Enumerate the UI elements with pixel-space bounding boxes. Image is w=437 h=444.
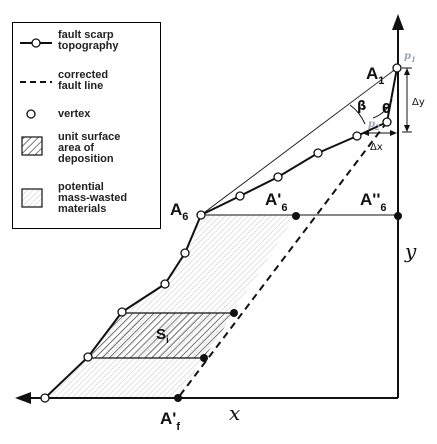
vertex	[117, 307, 127, 317]
label-theta: θ	[382, 102, 391, 117]
label-si: Si	[156, 326, 169, 346]
vertex-a6	[196, 210, 206, 220]
a6-a1-chord	[200, 67, 398, 216]
label-dy: Δy	[412, 97, 425, 108]
vertex	[352, 131, 362, 141]
potential-mass-legend-symbol	[21, 188, 43, 208]
vertex	[83, 352, 93, 362]
label-a6: A6	[170, 200, 188, 223]
point-a6-double-prime	[394, 212, 402, 220]
vertex-group	[40, 63, 402, 403]
legend-label-potential-mass: potential mass-wasted materials	[58, 181, 128, 215]
vertex	[180, 248, 190, 258]
legend-label-fault-scarp: fault scarp topography	[58, 29, 119, 52]
potential-mass-wasted-area	[45, 215, 296, 398]
theta-angle-arc	[372, 99, 393, 119]
legend-box: fault scarp topography corrected fault l…	[12, 22, 161, 229]
fault-scarp-legend-symbol	[20, 38, 52, 48]
label-p2: p2	[368, 119, 380, 132]
legend-item-potential-mass: potential mass-wasted materials	[13, 179, 160, 223]
unit-surface-area-si	[88, 313, 234, 358]
label-a6-double-prime: A''6	[360, 190, 387, 214]
point-si-bottom	[200, 354, 208, 362]
vertex	[235, 191, 245, 201]
label-a1: A1	[366, 64, 384, 87]
beta-angle-arc	[349, 104, 366, 125]
dx-arrow-right	[390, 130, 397, 136]
label-beta: β	[357, 99, 366, 114]
vertex	[273, 172, 283, 182]
vertex	[382, 117, 392, 127]
vertex	[160, 279, 170, 289]
y-axis-label: y	[404, 239, 417, 263]
corrected-fault-line	[177, 121, 388, 399]
dx-arrow-left	[362, 130, 369, 136]
legend-item-corrected-fault: corrected fault line	[13, 67, 160, 97]
label-af-prime: A'f	[160, 409, 180, 433]
vertex-a1	[392, 63, 402, 73]
corrected-fault-legend-symbol	[20, 81, 52, 83]
vertex	[40, 393, 50, 403]
label-p1: p1	[404, 51, 416, 64]
legend-label-corrected-fault: corrected fault line	[58, 69, 109, 92]
x-axis-arrowhead	[15, 392, 31, 404]
legend-item-fault-scarp: fault scarp topography	[13, 27, 160, 59]
point-si-top	[230, 309, 238, 317]
dy-arrow-bottom	[404, 125, 410, 132]
x-axis-label: x	[229, 401, 240, 425]
vertex-legend-symbol	[26, 109, 36, 119]
unit-surface-legend-symbol	[21, 136, 43, 156]
fault-scarp-topography	[44, 67, 398, 399]
label-a6-prime: A'6	[265, 190, 287, 214]
legend-label-unit-surface: unit surface area of deposition	[58, 131, 121, 165]
point-a6-prime	[292, 212, 300, 220]
point-af-prime	[174, 394, 182, 402]
legend-item-vertex: vertex	[13, 106, 160, 124]
y-axis-arrowhead	[392, 14, 404, 30]
vertex	[313, 148, 323, 158]
dy-arrow-top	[404, 68, 410, 75]
legend-label-vertex: vertex	[58, 108, 91, 120]
label-dx: Δx	[370, 142, 383, 153]
legend-item-unit-surface: unit surface area of deposition	[13, 129, 160, 169]
